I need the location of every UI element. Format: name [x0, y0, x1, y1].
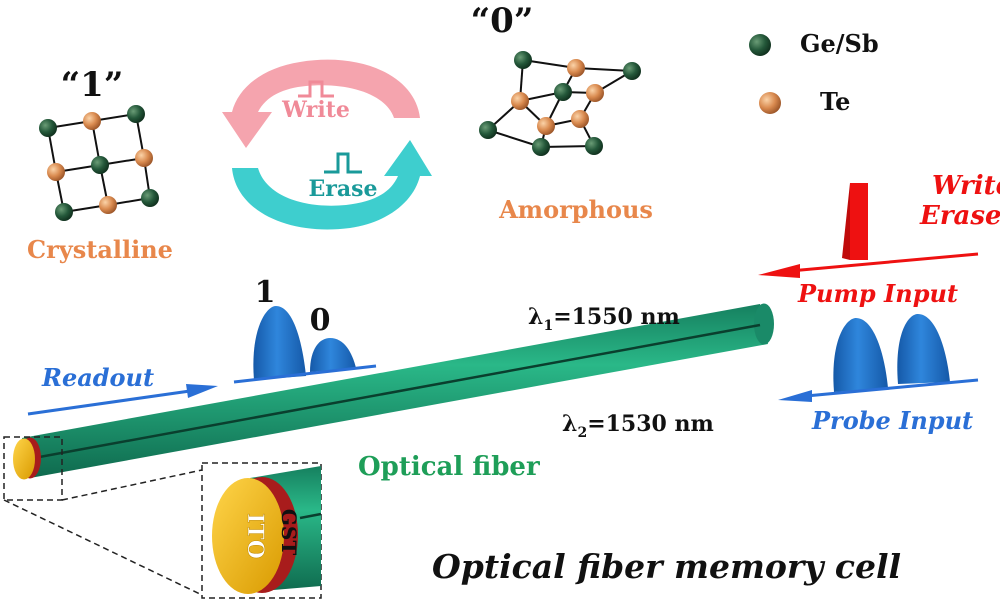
gesb-atom: [623, 62, 641, 80]
write-erase-cycle: Write Erase: [222, 59, 432, 230]
te-atom: [571, 110, 589, 128]
readout-pulse-one: [253, 306, 306, 380]
legend-gesb-atom: [749, 34, 771, 56]
diagram-caption: Optical fiber memory cell: [432, 547, 901, 586]
pump-write-erase-line1: Write/: [932, 171, 1000, 201]
te-atom: [567, 59, 585, 77]
te-atom: [586, 84, 604, 102]
gesb-atom: [514, 51, 532, 69]
gesb-atom: [141, 189, 159, 207]
amorphous-lattice: [479, 51, 641, 156]
end-face-zoom: GST ITO: [3, 436, 322, 599]
crystalline-lattice: [39, 105, 159, 221]
gesb-atom: [479, 121, 497, 139]
inset-fiber-core: [299, 512, 322, 520]
pump-input: Write/ Erase Pump Input: [758, 171, 1000, 308]
gesb-atom: [39, 119, 57, 137]
te-atom: [47, 163, 65, 181]
inset-ito-layer: [212, 478, 284, 594]
inset-ito-label: ITO: [242, 513, 268, 559]
readout-signal: 1 0 Readout: [27, 275, 377, 416]
readout-arrow-line: [27, 389, 191, 416]
probe-baseline: [805, 378, 979, 398]
state-zero-label: “0”: [471, 1, 534, 41]
lambda1-label: λ1=1550 nm: [528, 304, 680, 334]
gesb-atom: [532, 138, 550, 156]
probe-arrowhead: [778, 390, 812, 402]
probe-pulse-2: [897, 314, 950, 384]
ito-layer: [13, 438, 35, 480]
pump-baseline: [789, 252, 979, 273]
optical-fiber: Optical fiber: [13, 303, 774, 482]
fiber-far-end: [754, 303, 774, 345]
probe-input-label: Probe Input: [811, 406, 973, 435]
inset-gst-label: GST: [277, 509, 301, 556]
lambda2-label: λ2=1530 nm: [562, 411, 714, 441]
erase-arrow: [232, 140, 432, 230]
write-label: Write: [281, 97, 350, 123]
write-arrow: [222, 59, 420, 149]
zoom-guide-bottom: [3, 499, 203, 596]
state-one-label: “1”: [61, 65, 124, 105]
readout-bit-one: 1: [255, 275, 276, 310]
te-atom: [537, 117, 555, 135]
gesb-atom: [554, 83, 572, 101]
gesb-atom: [91, 156, 109, 174]
amorphous-label: Amorphous: [498, 195, 653, 224]
pump-pulse-side: [842, 183, 850, 260]
gesb-atom: [585, 137, 603, 155]
atom-legend: Ge/Sb Te: [749, 29, 879, 116]
readout-arrowhead: [186, 384, 218, 398]
erase-label: Erase: [309, 176, 378, 202]
zoom-guide-top: [61, 469, 203, 501]
gesb-atom: [127, 105, 145, 123]
pump-arrowhead: [758, 264, 800, 278]
pump-pulse: [850, 183, 868, 260]
probe-pulse-1: [833, 318, 888, 392]
readout-label: Readout: [41, 363, 154, 392]
legend-te-label: Te: [820, 87, 850, 116]
write-pulse-icon: [298, 80, 334, 98]
legend-te-atom: [759, 92, 781, 114]
pump-write-erase-line2: Erase: [919, 201, 1000, 231]
gesb-atom: [55, 203, 73, 221]
readout-baseline: [233, 364, 377, 384]
readout-bit-zero: 0: [310, 303, 331, 338]
readout-pulse-zero: [310, 338, 356, 372]
erase-pulse-icon: [324, 152, 362, 174]
legend-gesb-label: Ge/Sb: [800, 29, 879, 58]
crystalline-label: Crystalline: [27, 235, 173, 264]
fiber-label: Optical fiber: [358, 452, 540, 482]
te-atom: [135, 149, 153, 167]
probe-input: Probe Input: [778, 314, 979, 435]
fiber-core: [33, 323, 761, 460]
te-atom: [83, 112, 101, 130]
pump-input-label: Pump Input: [797, 279, 958, 308]
zoom-source-box: [3, 436, 63, 501]
te-atom: [99, 196, 117, 214]
te-atom: [511, 92, 529, 110]
